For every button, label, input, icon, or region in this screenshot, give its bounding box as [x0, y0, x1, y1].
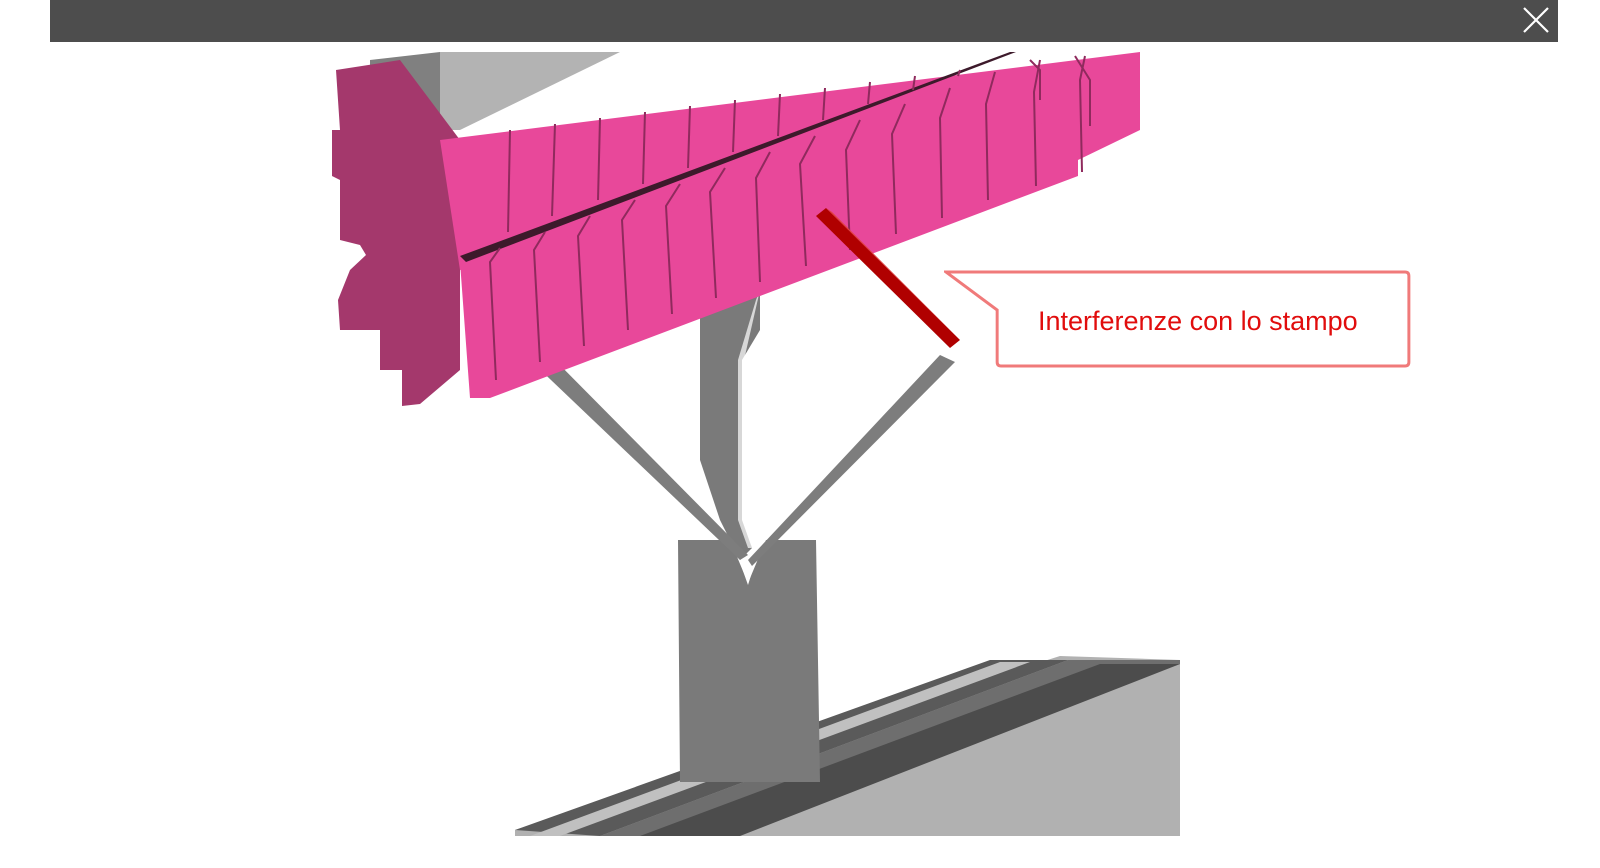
close-icon — [1523, 7, 1549, 33]
punch — [700, 280, 760, 560]
callout-label: Interferenze con lo stampo — [1038, 306, 1358, 336]
die — [678, 540, 820, 782]
title-bar — [50, 0, 1558, 42]
lower-beam — [515, 656, 1180, 836]
bent-sheet — [530, 350, 955, 566]
close-button[interactable] — [1516, 2, 1554, 40]
interference-bar — [816, 208, 962, 348]
punch-holder — [332, 52, 1140, 406]
callout-bubble — [944, 270, 1411, 368]
